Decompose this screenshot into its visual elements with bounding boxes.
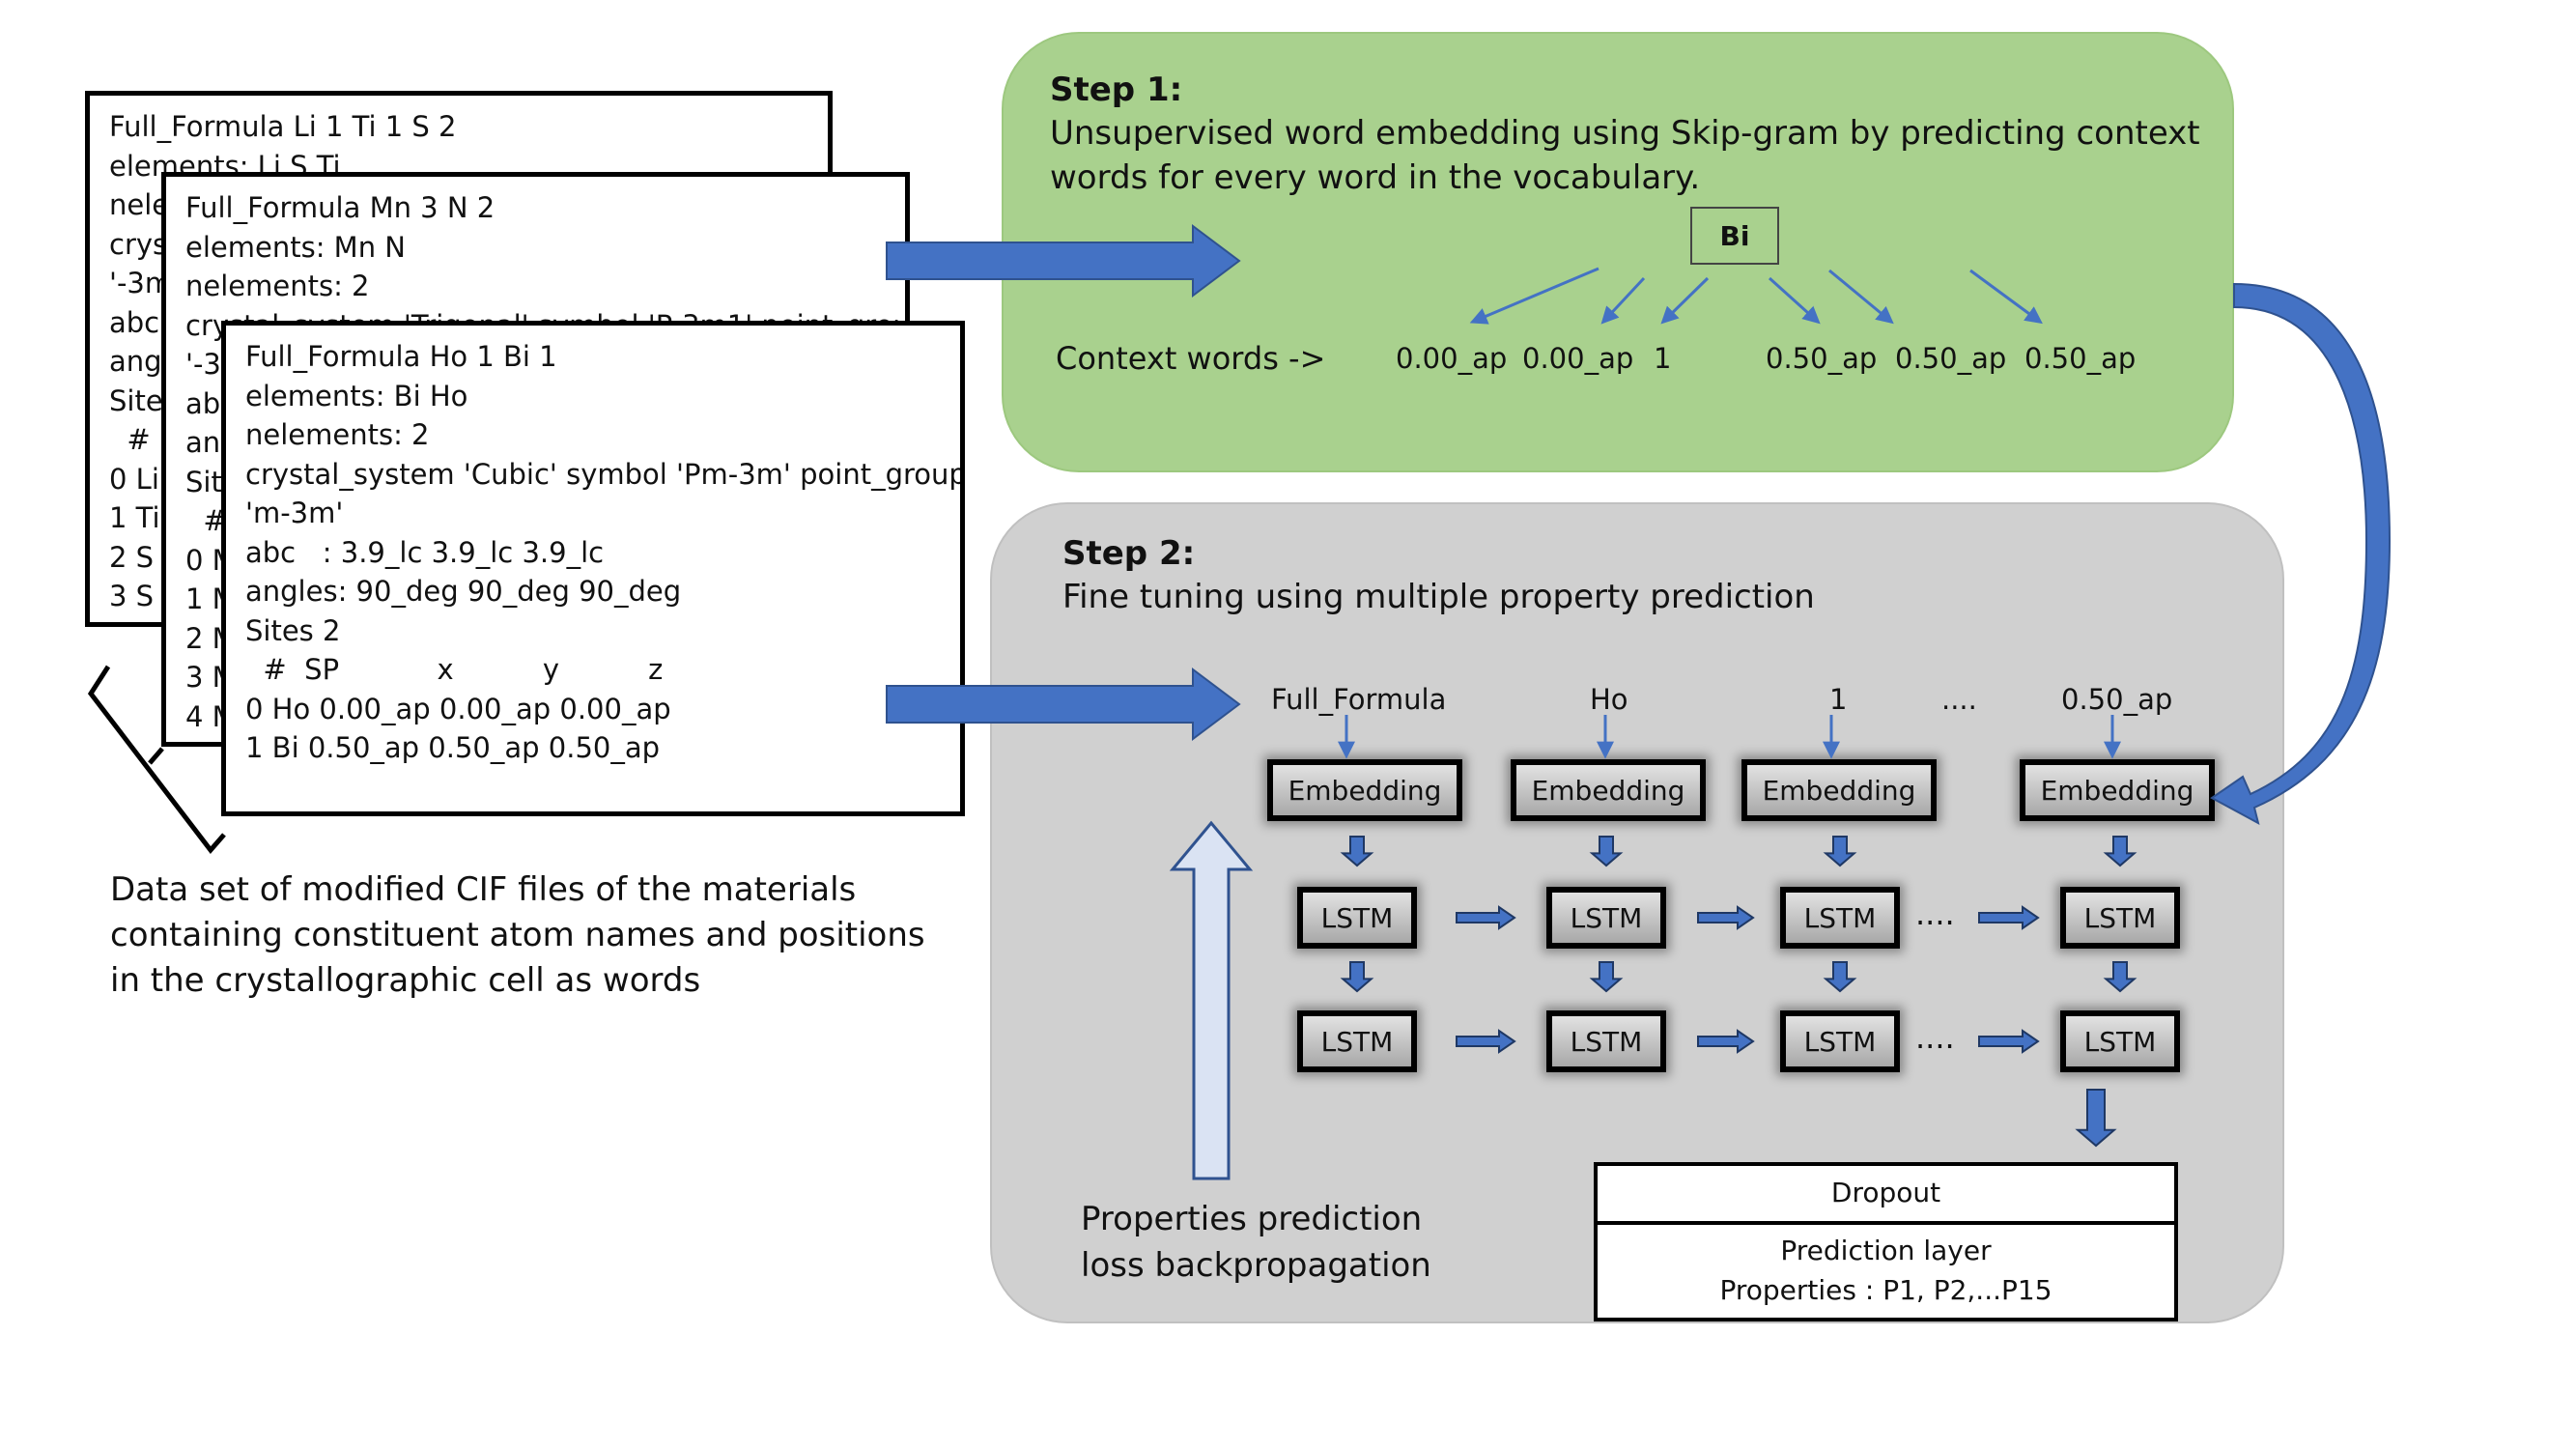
dataset-caption-line: containing constituent atom names and po… — [110, 916, 925, 954]
cif-line: angles: 90_deg 90_deg 90_deg — [245, 575, 682, 608]
cif-line: 0 Ho 0.00_ap 0.00_ap 0.00_ap — [245, 692, 671, 725]
lstm-block: LSTM — [2060, 887, 2180, 949]
lstm-block: LSTM — [2060, 1010, 2180, 1072]
prediction-layer-label: Prediction layer — [1780, 1235, 1992, 1267]
lstm-block: LSTM — [1546, 1010, 1666, 1072]
lstm-label: LSTM — [1320, 1025, 1394, 1058]
embedding-label: Embedding — [1288, 774, 1442, 807]
cif-line: abc : 3.9_lc 3.9_lc 3.9_lc — [245, 535, 605, 569]
embedding-label: Embedding — [1762, 774, 1916, 807]
cif-line: crys — [109, 227, 168, 261]
context-label: Context words -> — [1056, 340, 1326, 377]
cif-line: 3 S — [109, 580, 155, 612]
dropout-label: Dropout — [1830, 1177, 1941, 1209]
lstm-block: LSTM — [1297, 887, 1417, 949]
cif-line: 1 Ti — [109, 501, 160, 534]
context-word: 0.50_ap — [1766, 342, 1878, 375]
lstm-block: LSTM — [1297, 1010, 1417, 1072]
dropout-layer: Dropout — [1594, 1162, 2178, 1225]
lstm-label: LSTM — [1320, 901, 1394, 934]
center-word: Bi — [1719, 219, 1750, 252]
dataset-caption-line: Data set of modified CIF files of the ma… — [110, 870, 857, 909]
cif-line: ab — [185, 386, 221, 420]
cif-line: abc — [109, 305, 160, 339]
lstm-block: LSTM — [1780, 1010, 1900, 1072]
input-ellipsis: .... — [1941, 683, 1977, 716]
context-word: 0.00_ap — [1396, 342, 1508, 375]
sequence-dots: .... — [1915, 895, 1955, 932]
cif-line: # SP x y z — [245, 653, 664, 686]
dataset-caption-line: in the crystallographic cell as words — [110, 961, 701, 1000]
embedding-block: Embedding — [2020, 759, 2215, 821]
cif-line: 1 Bi 0.50_ap 0.50_ap 0.50_ap — [245, 731, 661, 764]
cif-line: Sit — [185, 465, 222, 498]
embedding-label: Embedding — [2040, 774, 2194, 807]
cif-line: nele — [109, 188, 170, 221]
lstm-label: LSTM — [2083, 1025, 2157, 1058]
embedding-block: Embedding — [1267, 759, 1462, 821]
cif-line: angl — [109, 345, 170, 378]
lstm-label: LSTM — [1570, 901, 1643, 934]
cif-line: Sites 2 — [245, 613, 341, 647]
embedding-block: Embedding — [1741, 759, 1937, 821]
context-word: 0.00_ap — [1522, 342, 1634, 375]
backprop-label-line: loss backpropagation — [1081, 1246, 1431, 1285]
step2-title: Step 2: — [1062, 534, 1196, 573]
lstm-block: LSTM — [1780, 887, 1900, 949]
dataset-caption: Data set of modified CIF files of the ma… — [110, 867, 925, 1004]
embedding-block: Embedding — [1511, 759, 1706, 821]
properties-label: Properties : P1, P2,...P15 — [1719, 1274, 2052, 1306]
input-word: Ho — [1590, 683, 1628, 716]
step1-description-line: words for every word in the vocabulary. — [1050, 158, 1701, 197]
cif-line: elements: Mn N — [185, 230, 406, 264]
lstm-label: LSTM — [1570, 1025, 1643, 1058]
step2-description: Fine tuning using multiple property pred… — [1062, 578, 1815, 616]
lstm-block: LSTM — [1546, 887, 1666, 949]
lstm-label: LSTM — [2083, 901, 2157, 934]
cif-line: Full_Formula Ho 1 Bi 1 — [245, 340, 557, 373]
input-word: 1 — [1829, 683, 1848, 716]
cif-line: elements: Bi Ho — [245, 379, 468, 412]
context-word: 0.50_ap — [1895, 342, 2007, 375]
context-word: 0.50_ap — [2024, 342, 2137, 375]
lstm-label: LSTM — [1803, 1025, 1877, 1058]
cif-line: Full_Formula Li 1 Ti 1 S 2 — [109, 110, 457, 143]
center-word-box: Bi — [1690, 207, 1779, 265]
cif-line: an — [185, 426, 221, 459]
backprop-label-line: Properties prediction — [1081, 1200, 1423, 1238]
cif-line: 2 S — [109, 540, 155, 574]
step1-description-line: Unsupervised word embedding using Skip-g… — [1050, 114, 2200, 153]
input-word: Full_Formula — [1271, 683, 1447, 716]
embedding-label: Embedding — [1531, 774, 1685, 807]
cif-document-front: Full_Formula Ho 1 Bi 1 elements: Bi Ho nel… — [221, 321, 965, 816]
cif-line: nelements: 2 — [245, 418, 430, 451]
step1-title: Step 1: — [1050, 71, 1183, 109]
cif-line: 'm-3m' — [245, 497, 344, 529]
sequence-dots: .... — [1915, 1019, 1955, 1056]
prediction-layer: Prediction layer Properties : P1, P2,...… — [1594, 1221, 2178, 1321]
context-word: 1 — [1654, 342, 1672, 375]
cif-line: Full_Formula Mn 3 N 2 — [185, 191, 495, 224]
lstm-label: LSTM — [1803, 901, 1877, 934]
cif-line: crystal_system 'Cubic' symbol 'Pm-3m' po… — [245, 457, 965, 491]
step1-panel — [1002, 32, 2234, 472]
input-word: 0.50_ap — [2061, 683, 2173, 716]
cif-line: 0 Li — [109, 462, 159, 496]
cif-line: nelements: 2 — [185, 270, 370, 302]
cif-line: '-3 — [185, 348, 221, 381]
